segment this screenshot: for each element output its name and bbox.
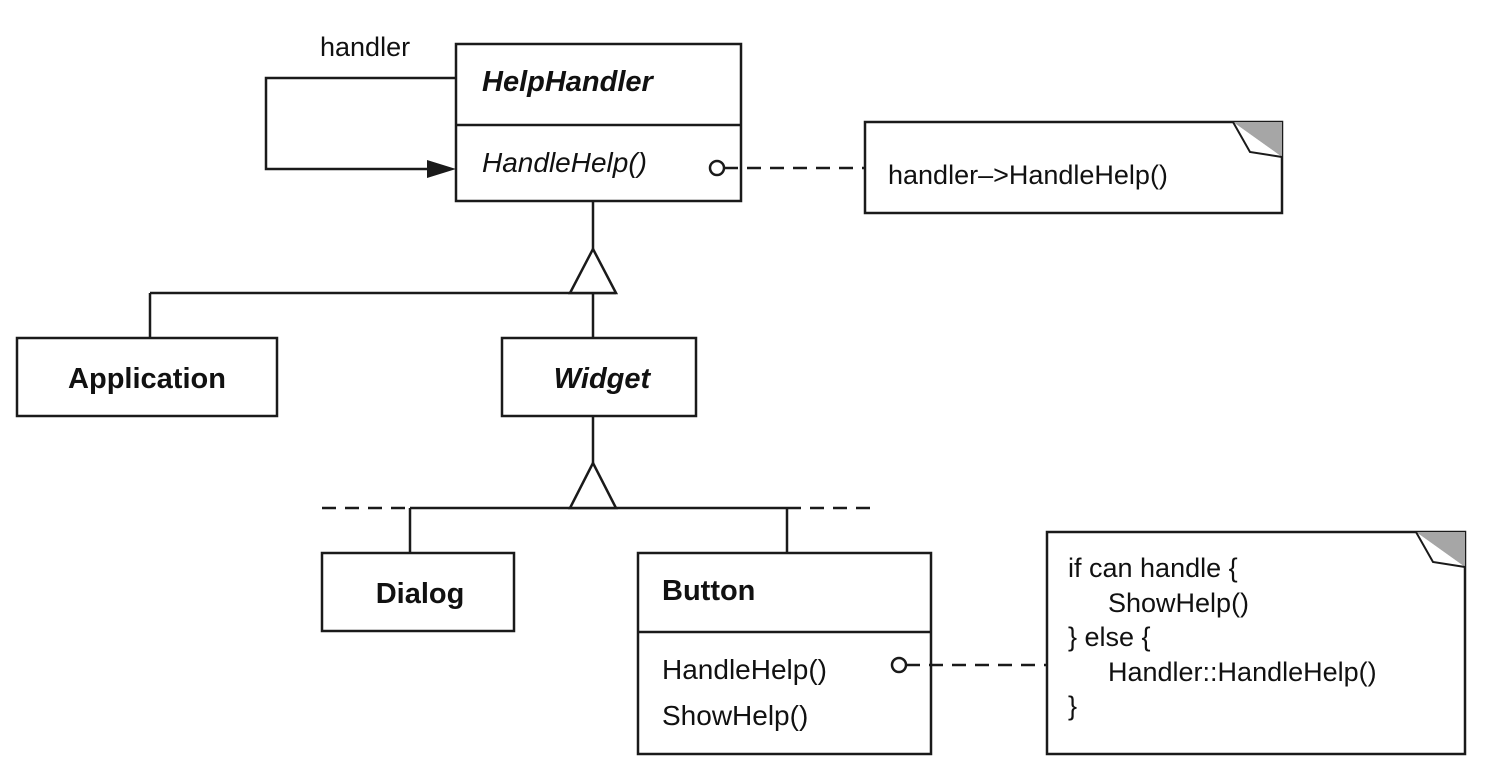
handler-self-association xyxy=(264,76,456,171)
class-widget: Widget xyxy=(500,336,698,418)
class-application: Application xyxy=(15,336,279,418)
note-anchor-icon xyxy=(890,656,908,674)
inheritance-triangle-icon xyxy=(567,246,619,295)
button-note-line: Handler::HandleHelp() xyxy=(1108,657,1377,687)
class-button: Button HandleHelp() ShowHelp() xyxy=(636,551,933,756)
note-button-logic: if can handle { ShowHelp() } else { Hand… xyxy=(1045,530,1467,756)
handler-role-label: handler xyxy=(320,32,410,62)
button-operation: ShowHelp() xyxy=(662,700,808,731)
button-note-line: } xyxy=(1068,691,1077,721)
class-helphandler: HelpHandler HandleHelp() xyxy=(454,42,743,203)
button-note-line: } else { xyxy=(1068,622,1151,652)
dialog-class-name: Dialog xyxy=(376,578,465,610)
button-class-name: Button xyxy=(662,575,755,607)
widget-class-name: Widget xyxy=(554,363,652,395)
handler-note-text: handler–>HandleHelp() xyxy=(888,160,1168,190)
class-dialog: Dialog xyxy=(320,551,516,633)
button-note-line: ShowHelp() xyxy=(1108,588,1249,618)
helphandler-operation: HandleHelp() xyxy=(482,147,647,178)
application-class-name: Application xyxy=(68,363,226,395)
association-arrowhead-icon xyxy=(427,160,456,178)
note-handler-call: handler–>HandleHelp() xyxy=(863,120,1284,215)
helphandler-class-name: HelpHandler xyxy=(482,66,655,98)
button-operation: HandleHelp() xyxy=(662,654,827,685)
inheritance-triangle-icon xyxy=(567,460,619,510)
button-note-line: if can handle { xyxy=(1068,553,1238,583)
generalization-helphandler xyxy=(148,201,616,338)
note-anchor-icon xyxy=(708,159,726,177)
